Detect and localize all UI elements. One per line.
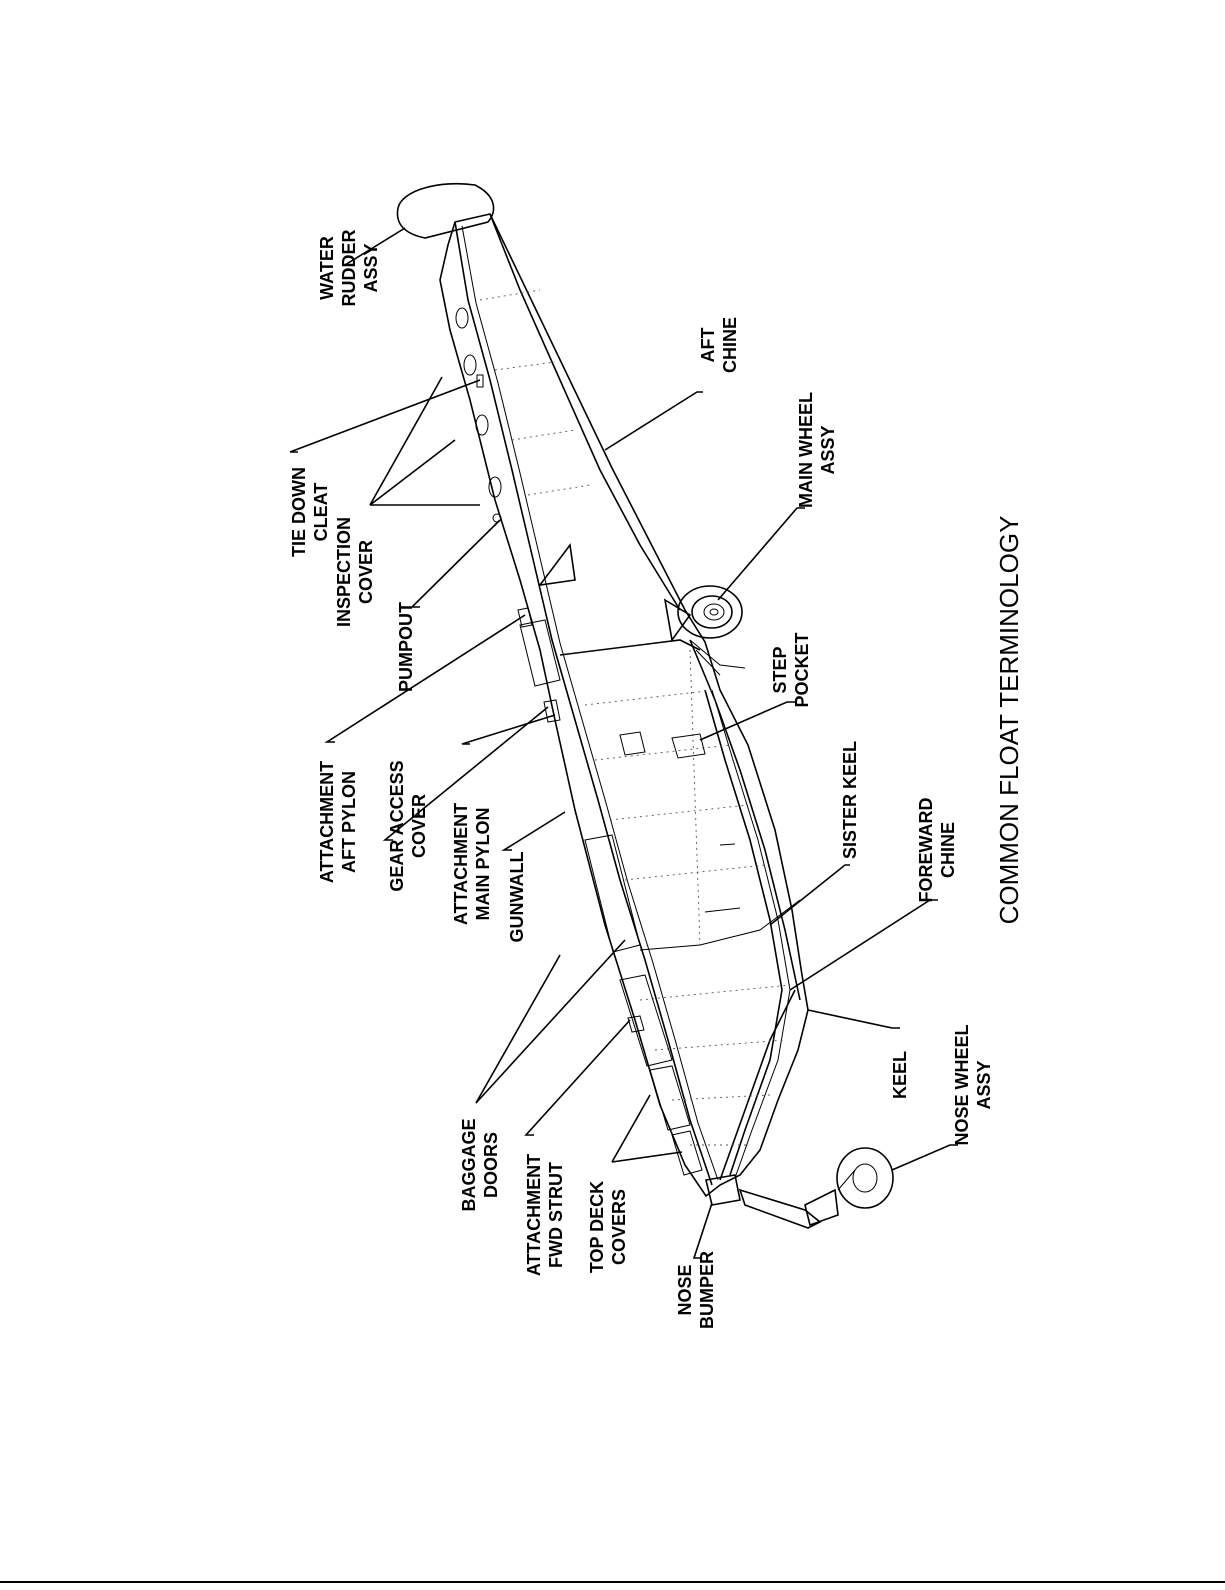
sister-keel-line	[704, 689, 783, 1176]
aft-chine-line	[489, 213, 681, 611]
svg-text:WATER: WATER	[317, 236, 337, 300]
label-sister-keel: SISTER KEEL	[840, 741, 860, 859]
svg-text:ASSY: ASSY	[974, 1060, 994, 1109]
svg-text:TOP DECK: TOP DECK	[587, 1181, 607, 1273]
label-foreward-chine: FOREWARD CHINE	[916, 798, 958, 903]
aft-pylon-fitting	[517, 607, 533, 628]
svg-text:BUMPER: BUMPER	[697, 1251, 717, 1329]
svg-text:GEAR ACCESS: GEAR ACCESS	[387, 760, 407, 891]
diagram-title: COMMON FLOAT TERMINOLOGY	[994, 516, 1024, 925]
svg-text:CLEAT: CLEAT	[311, 483, 331, 542]
label-water-rudder: WATER RUDDER ASSY	[317, 229, 381, 306]
label-nose-bumper: NOSE BUMPER	[675, 1251, 717, 1329]
label-attachment-fwd-strut: ATTACHMENT FWD STRUT	[524, 1154, 566, 1276]
svg-text:COVER: COVER	[409, 794, 429, 858]
label-inspection-cover: INSPECTION COVER	[334, 517, 376, 627]
hull-outline	[439, 213, 809, 1198]
svg-text:AFT PYLON: AFT PYLON	[339, 771, 359, 873]
leader-lines	[289, 227, 958, 1259]
main-wheel	[677, 585, 746, 676]
svg-text:RUDDER: RUDDER	[339, 229, 359, 306]
svg-text:MAIN PYLON: MAIN PYLON	[473, 807, 493, 920]
svg-text:BAGGAGE: BAGGAGE	[459, 1118, 479, 1211]
inspection-cover-4	[488, 476, 502, 498]
gunwale-line	[454, 221, 713, 1186]
svg-text:GUNWALL: GUNWALL	[507, 852, 527, 943]
label-top-deck-covers: TOP DECK COVERS	[587, 1181, 629, 1273]
label-keel: KEEL	[890, 1051, 910, 1099]
baggage-door-2	[619, 974, 673, 1067]
label-gear-access-cover: GEAR ACCESS COVER	[387, 760, 429, 891]
top-deck-cover-1	[649, 1065, 691, 1131]
svg-text:CHINE: CHINE	[720, 317, 740, 373]
svg-text:ATTACHMENT: ATTACHMENT	[451, 803, 471, 925]
water-rudder-shape	[396, 182, 495, 239]
main-pylon-fitting	[543, 699, 561, 723]
label-aft-chine: AFT CHINE	[698, 317, 740, 373]
svg-text:ASSY: ASSY	[361, 243, 381, 292]
float-hull-drawing	[396, 182, 894, 1229]
svg-text:COVER: COVER	[356, 540, 376, 604]
gear-access-cover	[519, 619, 561, 687]
svg-text:SISTER KEEL: SISTER KEEL	[840, 741, 860, 859]
svg-text:ATTACHMENT: ATTACHMENT	[317, 761, 337, 883]
svg-text:DOORS: DOORS	[481, 1132, 501, 1198]
label-nose-wheel-assy: NOSE WHEEL ASSY	[952, 1024, 994, 1145]
svg-text:NOSE WHEEL: NOSE WHEEL	[952, 1024, 972, 1145]
svg-text:COMMON FLOAT TERMINOLOGY: COMMON FLOAT TERMINOLOGY	[994, 516, 1024, 925]
fwd-strut-fitting	[627, 1015, 645, 1033]
label-step-pocket: STEP POCKET	[770, 632, 812, 707]
svg-text:FWD STRUT: FWD STRUT	[546, 1162, 566, 1268]
inspection-cover-3	[475, 414, 489, 436]
svg-text:ATTACHMENT: ATTACHMENT	[524, 1154, 544, 1276]
label-pumpout: PUMPOUT	[396, 602, 416, 692]
baggage-door-1	[584, 834, 641, 953]
svg-text:INSPECTION: INSPECTION	[334, 517, 354, 627]
inspection-cover-1	[455, 307, 469, 329]
label-main-wheel-assy: MAIN WHEEL ASSY	[796, 392, 838, 508]
keel-line	[689, 639, 801, 1001]
bottom-rule	[0, 1581, 1225, 1583]
nose-wheel	[738, 1147, 894, 1229]
label-attachment-aft-pylon: ATTACHMENT AFT PYLON	[317, 761, 359, 883]
label-tie-down-cleat: TIE DOWN CLEAT	[289, 467, 331, 557]
svg-text:FOREWARD: FOREWARD	[916, 798, 936, 903]
svg-text:AFT: AFT	[698, 328, 718, 363]
svg-text:NOSE: NOSE	[675, 1264, 695, 1315]
svg-text:KEEL: KEEL	[890, 1051, 910, 1099]
label-attachment-main-pylon: ATTACHMENT MAIN PYLON	[451, 803, 493, 925]
svg-text:TIE DOWN: TIE DOWN	[289, 467, 309, 557]
top-deck-cover-2	[671, 1130, 703, 1176]
svg-text:ASSY: ASSY	[818, 425, 838, 474]
inspection-cover-2	[463, 354, 477, 376]
svg-text:CHINE: CHINE	[938, 822, 958, 878]
svg-text:MAIN WHEEL: MAIN WHEEL	[796, 392, 816, 508]
nose-bumper	[705, 1174, 741, 1206]
svg-text:POCKET: POCKET	[792, 632, 812, 707]
label-gunwall: GUNWALL	[507, 852, 527, 943]
svg-text:STEP: STEP	[770, 646, 790, 693]
svg-text:COVERS: COVERS	[609, 1189, 629, 1265]
label-baggage-doors: BAGGAGE DOORS	[459, 1118, 501, 1211]
svg-text:PUMPOUT: PUMPOUT	[396, 602, 416, 692]
